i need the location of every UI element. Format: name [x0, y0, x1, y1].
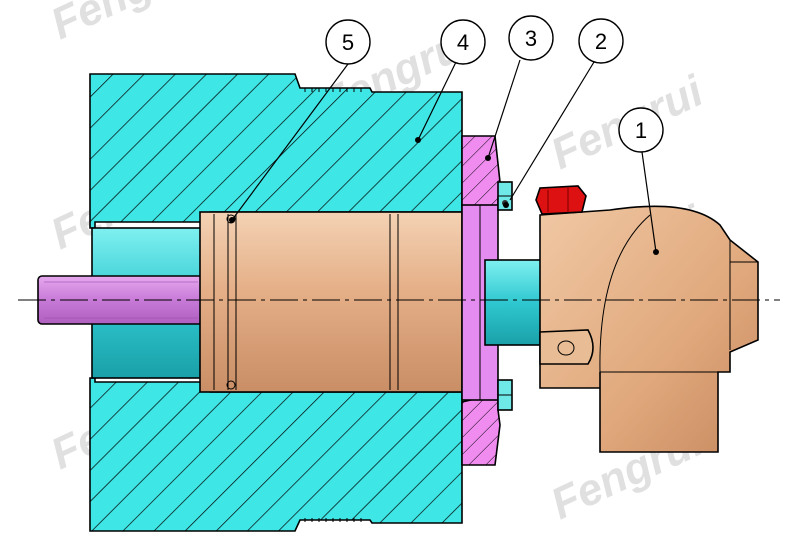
rotor-grooves: [213, 214, 399, 390]
callout-3-label: 3: [525, 26, 537, 51]
seal-ring-bottom: [226, 380, 236, 390]
watermark: Fengrui: [44, 0, 212, 49]
inlet-shaft-shading: [44, 281, 198, 319]
callout-1: 1: [618, 107, 664, 153]
callout-2: 2: [578, 18, 624, 64]
lug-hole: [557, 340, 575, 356]
elbow-body: [539, 205, 759, 453]
thread-top: [304, 88, 362, 92]
leader-lines: [231, 59, 657, 253]
callout-4: 4: [440, 19, 486, 65]
callout-3: 3: [508, 15, 554, 61]
callout-1-label: 1: [635, 118, 647, 143]
callout-4-label: 4: [457, 30, 469, 55]
callout-2-label: 2: [595, 29, 607, 54]
seal-ring-top: [226, 214, 236, 224]
housing-upper: [89, 73, 463, 229]
thread-bottom: [304, 518, 362, 522]
housing-lower: [89, 377, 463, 532]
hex-nut-icon: [535, 185, 587, 215]
output-shaft: [484, 259, 546, 346]
flange-lower: [461, 395, 501, 466]
callout-5-label: 5: [342, 30, 354, 55]
elbow-lug: [539, 329, 594, 365]
elbow-curve: [599, 214, 651, 373]
bolt-icon: [497, 379, 513, 411]
callout-5: 5: [325, 19, 371, 65]
flange-upper: [461, 135, 501, 211]
rotor-body: [199, 211, 463, 393]
